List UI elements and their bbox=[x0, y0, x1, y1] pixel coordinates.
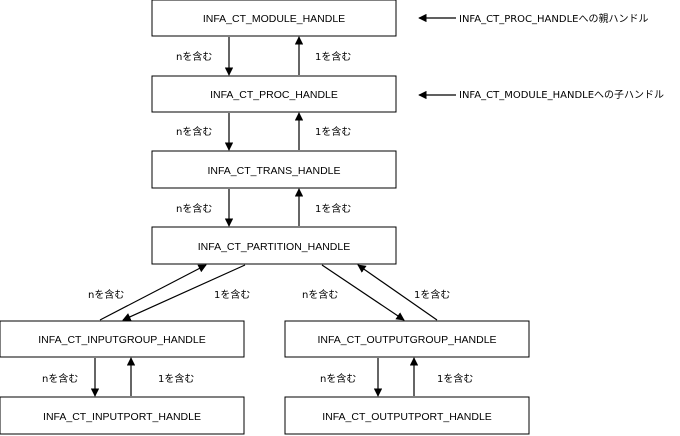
edge-inputgroup-to-partition bbox=[99, 264, 207, 321]
edge-label-trans-partition-n: nを含む bbox=[176, 202, 212, 215]
node-trans: INFA_CT_TRANS_HANDLE bbox=[151, 150, 397, 189]
node-inputgroup: INFA_CT_INPUTGROUP_HANDLE bbox=[0, 320, 245, 358]
edge-label-module-proc-1: 1を含む bbox=[315, 50, 351, 63]
node-module: INFA_CT_MODULE_HANDLE bbox=[151, 0, 397, 37]
edge-label-outputport-1: 1を含む bbox=[437, 372, 473, 385]
node-outputport: INFA_CT_OUTPUTPORT_HANDLE bbox=[284, 396, 530, 435]
edge-label-outputgroup-1: 1を含む bbox=[414, 288, 450, 301]
edge-outputgroup-to-partition bbox=[357, 264, 438, 321]
edge-label-outputport-n: nを含む bbox=[320, 372, 356, 385]
node-module-label: INFA_CT_MODULE_HANDLE bbox=[203, 13, 345, 25]
annotation-proc-note: INFA_CT_MODULE_HANDLEへの子ハンドル bbox=[459, 89, 664, 101]
edge-label-trans-partition-1: 1を含む bbox=[315, 202, 351, 215]
node-partition-label: INFA_CT_PARTITION_HANDLE bbox=[198, 241, 350, 253]
node-trans-label: INFA_CT_TRANS_HANDLE bbox=[207, 165, 340, 177]
edge-label-proc-trans-n: nを含む bbox=[176, 125, 212, 138]
node-proc: INFA_CT_PROC_HANDLE bbox=[151, 75, 397, 113]
node-partition: INFA_CT_PARTITION_HANDLE bbox=[151, 226, 397, 265]
node-inputport: INFA_CT_INPUTPORT_HANDLE bbox=[0, 396, 245, 435]
edge-label-inputgroup-1: 1を含む bbox=[214, 288, 250, 301]
annotation-module-note: INFA_CT_PROC_HANDLEへの親ハンドル bbox=[459, 12, 648, 25]
edge-label-inputgroup-n: nを含む bbox=[88, 288, 124, 301]
node-inputport-label: INFA_CT_INPUTPORT_HANDLE bbox=[43, 411, 201, 423]
edge-label-inputport-1: 1を含む bbox=[158, 372, 194, 385]
node-outputgroup: INFA_CT_OUTPUTGROUP_HANDLE bbox=[284, 320, 530, 358]
edge-partition-to-outputgroup bbox=[321, 264, 405, 321]
node-inputgroup-label: INFA_CT_INPUTGROUP_HANDLE bbox=[38, 334, 205, 346]
edge-label-outputgroup-n: nを含む bbox=[302, 288, 338, 301]
node-proc-label: INFA_CT_PROC_HANDLE bbox=[210, 89, 338, 101]
node-outputgroup-label: INFA_CT_OUTPUTGROUP_HANDLE bbox=[317, 334, 496, 346]
edge-partition-to-inputgroup bbox=[122, 264, 246, 321]
edge-label-proc-trans-1: 1を含む bbox=[315, 125, 351, 138]
edge-label-module-proc-n: nを含む bbox=[176, 50, 212, 63]
node-outputport-label: INFA_CT_OUTPUTPORT_HANDLE bbox=[322, 411, 492, 423]
edge-label-inputport-n: nを含む bbox=[42, 372, 78, 385]
